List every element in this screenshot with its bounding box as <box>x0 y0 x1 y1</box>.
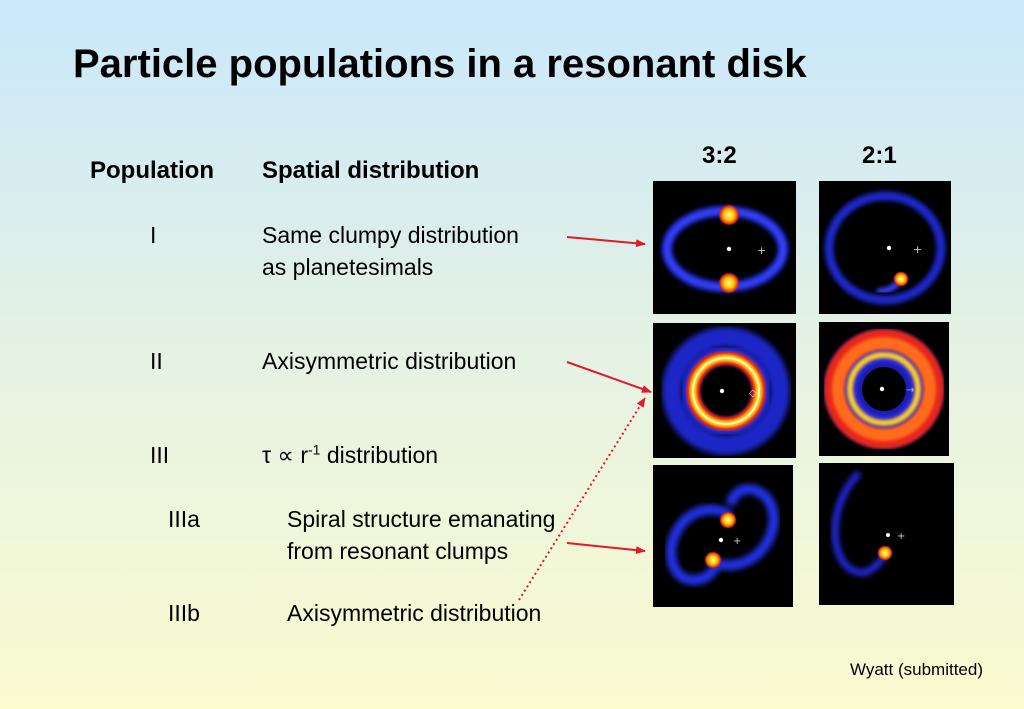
population-i-desc-line1: Same clumpy distribution <box>262 222 519 248</box>
population-iii-label: III <box>150 442 170 468</box>
svg-text:→: → <box>906 385 914 396</box>
population-ii-label: II <box>150 348 163 374</box>
population-iii-desc: τ ∝ r-1 distribution <box>262 439 438 471</box>
panel-iiia-3-2: + <box>653 465 793 607</box>
population-i-desc-line2: as planetesimals <box>262 254 434 280</box>
population-iiib-desc: Axisymmetric distribution <box>287 600 542 626</box>
column-3-2-label: 3:2 <box>702 142 737 169</box>
population-ii-desc: Axisymmetric distribution <box>262 348 517 374</box>
svg-text:◇: ◇ <box>749 388 757 399</box>
population-i-label: I <box>150 222 157 248</box>
svg-text:+: + <box>733 536 741 547</box>
population-iiia-desc-line2: from resonant clumps <box>287 538 509 564</box>
panel-ii-3-2: ◇ <box>653 323 796 458</box>
panel-i-3-2: + <box>653 181 796 314</box>
panel-ii-2-1: → <box>819 322 949 456</box>
svg-text:+: + <box>757 244 766 257</box>
panel-iiia-2-1: + <box>819 463 954 605</box>
population-iiib-label: IIIb <box>168 600 200 626</box>
svg-text:+: + <box>913 243 922 256</box>
exponent: -1 <box>307 441 321 458</box>
panel-i-2-1: + <box>819 181 951 314</box>
population-header: Population <box>90 157 214 184</box>
proportional-symbol: ∝ <box>277 442 294 468</box>
citation-credit: Wyatt (submitted) <box>849 660 983 679</box>
population-iiia-desc-line1: Spiral structure emanating <box>287 506 556 532</box>
arrow-population-i <box>566 236 646 248</box>
population-iiia-label: IIIa <box>168 506 200 532</box>
svg-text:+: + <box>897 531 905 542</box>
arrow-population-iiib <box>518 397 646 601</box>
tau-symbol: τ <box>262 442 272 468</box>
distribution-text: distribution <box>320 442 439 468</box>
arrow-population-iiia <box>566 542 646 555</box>
page-title: Particle populations in a resonant disk <box>73 42 807 86</box>
radius-symbol: r <box>300 442 308 468</box>
spatial-header: Spatial distribution <box>262 157 480 184</box>
column-2-1-label: 2:1 <box>862 142 897 169</box>
arrow-population-ii <box>566 361 652 393</box>
